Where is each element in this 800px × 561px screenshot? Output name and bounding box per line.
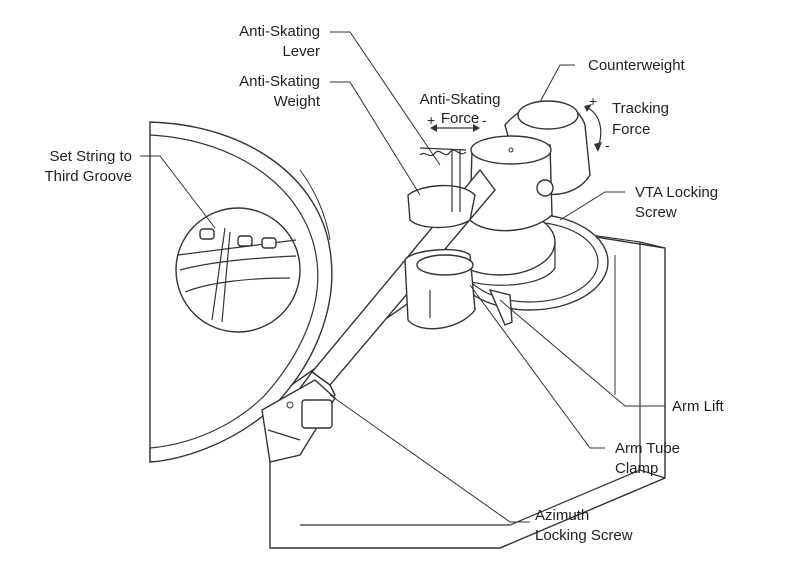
label-arm-tube-clamp-line2: Clamp (615, 460, 658, 477)
string-magnifier (175, 207, 301, 333)
tracking-minus-sign: - (605, 137, 610, 153)
label-arm-lift: Arm Lift (672, 398, 725, 415)
label-anti-skating-force-line1: Anti-Skating (420, 91, 501, 108)
anti-skating-assembly (407, 147, 476, 229)
anti-skating-minus-sign: - (482, 112, 487, 128)
anti-skating-force-arrow (430, 124, 480, 132)
label-anti-skating-weight-line2: Weight (274, 93, 321, 110)
label-counterweight: Counterweight (588, 57, 686, 74)
label-azimuth-line2: Locking Screw (535, 527, 633, 544)
label-arm-tube-clamp-line1: Arm Tube (615, 440, 680, 457)
label-anti-skating-force-line2: Force (441, 110, 479, 127)
label-anti-skating-lever-line1: Anti-Skating (239, 23, 320, 40)
label-vta-locking-line1: VTA Locking (635, 184, 718, 201)
label-tracking-force-line1: Tracking (612, 100, 669, 117)
label-vta-locking-line2: Screw (635, 204, 677, 221)
label-set-string-line2: Third Groove (44, 168, 132, 185)
label-set-string-line1: Set String to (49, 148, 132, 165)
arm-rest (404, 248, 513, 330)
label-anti-skating-weight-line1: Anti-Skating (239, 73, 320, 90)
leader-lines (140, 31, 665, 523)
label-tracking-force-line2: Force (612, 121, 650, 138)
tracking-force-arrow (584, 104, 602, 152)
label-anti-skating-lever-line2: Lever (282, 43, 320, 60)
cartridge (261, 379, 336, 463)
tracking-plus-sign: + (589, 93, 597, 109)
anti-skating-plus-sign: + (427, 112, 435, 128)
label-azimuth-line1: Azimuth (535, 507, 589, 524)
pivot-housing (469, 135, 554, 232)
